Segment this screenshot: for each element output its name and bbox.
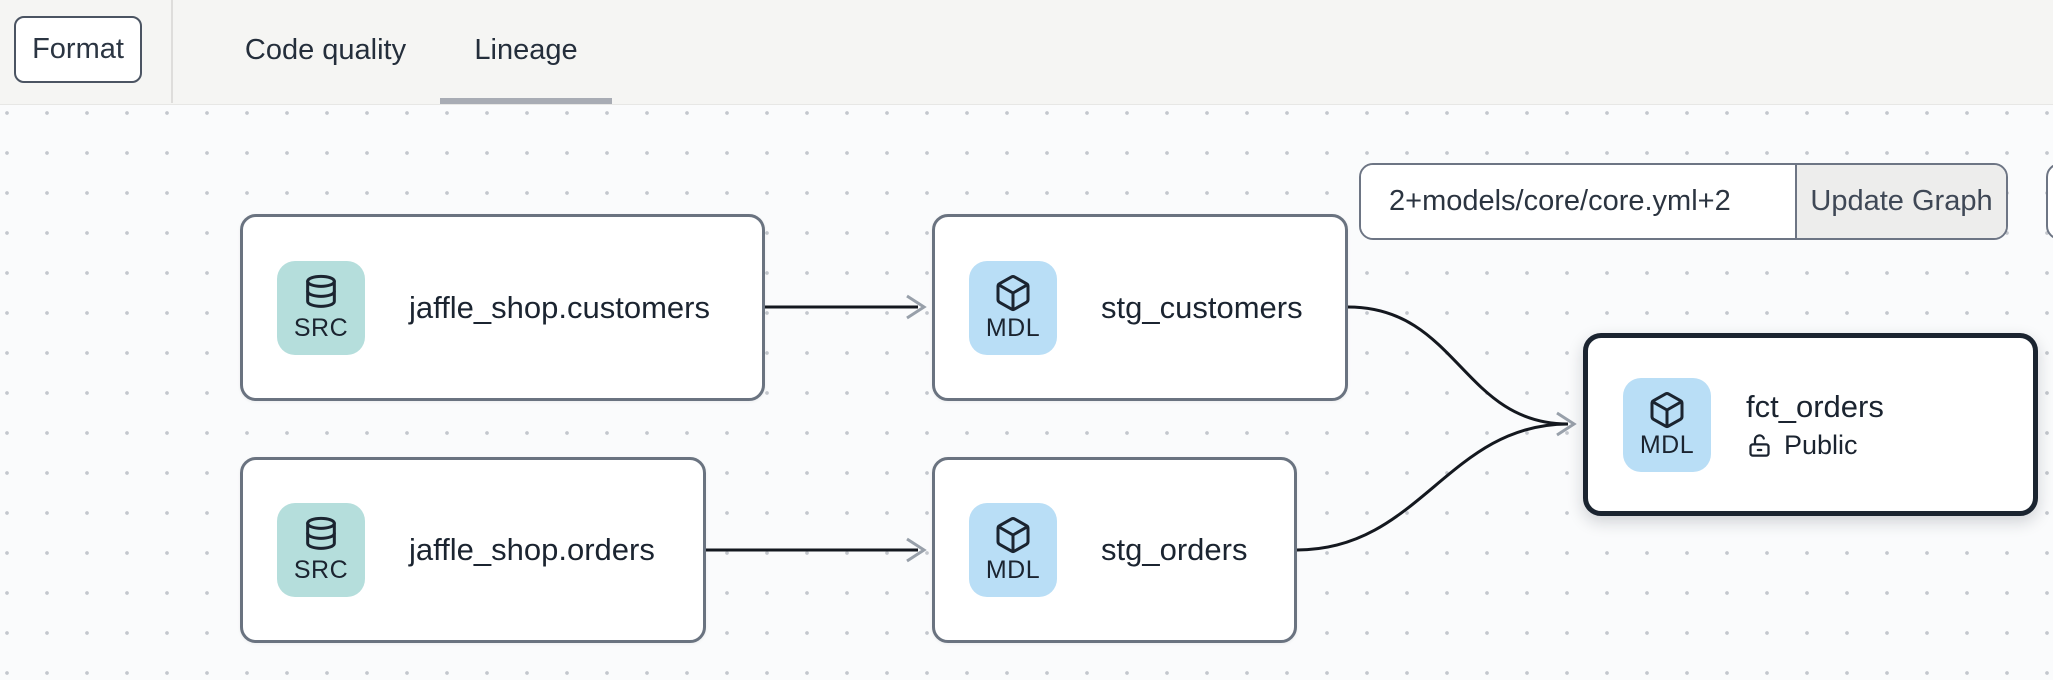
model-cube-icon: [1650, 391, 1684, 428]
toolbar-divider: [171, 0, 173, 103]
badge-label: MDL: [985, 313, 1041, 342]
source-badge: SRC: [277, 503, 365, 597]
database-icon: [306, 516, 336, 550]
format-button[interactable]: Format: [14, 16, 142, 83]
node-label: stg_customers: [1101, 289, 1303, 325]
clipped-right-control[interactable]: [2046, 163, 2053, 240]
node-label: fct_orders: [1746, 388, 1884, 424]
badge-label: SRC: [293, 313, 349, 342]
node-label: jaffle_shop.orders: [409, 532, 655, 567]
badge-label: SRC: [293, 556, 349, 584]
node-stg-orders[interactable]: MDL stg_orders: [932, 457, 1297, 643]
unlock-icon: [1749, 433, 1770, 457]
access-label: Public: [1784, 429, 1858, 460]
badge-label: MDL: [985, 556, 1041, 584]
node-stg-customers[interactable]: MDL stg_customers: [932, 214, 1348, 401]
node-fct-orders-selected[interactable]: MDL fct_orders Public: [1583, 333, 2038, 516]
model-cube-icon: [996, 517, 1030, 554]
update-graph-button[interactable]: Update Graph: [1795, 165, 2006, 238]
node-jaffle-shop-orders[interactable]: SRC jaffle_shop.orders: [240, 457, 706, 643]
node-jaffle-shop-customers[interactable]: SRC jaffle_shop.customers: [240, 214, 765, 401]
source-badge: SRC: [277, 260, 365, 355]
access-row: Public: [1746, 430, 1884, 461]
node-label: jaffle_shop.customers: [409, 289, 710, 325]
model-badge: MDL: [969, 503, 1057, 597]
selector-input[interactable]: 2+models/core/core.yml+2: [1361, 165, 1795, 238]
toolbar: Format Code quality Lineage: [0, 0, 2053, 105]
active-tab-indicator: [440, 98, 612, 104]
model-cube-icon: [996, 274, 1030, 311]
tab-lineage[interactable]: Lineage: [474, 33, 578, 66]
badge-label: MDL: [1639, 430, 1695, 459]
tab-code-quality[interactable]: Code quality: [244, 33, 407, 66]
model-badge: MDL: [969, 260, 1057, 355]
model-badge: MDL: [1623, 377, 1711, 472]
graph-selector-group: 2+models/core/core.yml+2 Update Graph: [1359, 163, 2008, 240]
node-text: fct_orders Public: [1746, 389, 1884, 461]
database-icon: [306, 274, 336, 308]
node-label: stg_orders: [1101, 532, 1248, 567]
